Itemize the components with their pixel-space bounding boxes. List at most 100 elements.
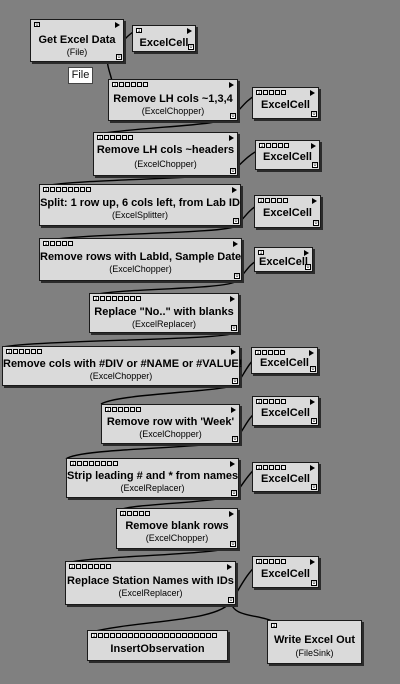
node-title: Write Excel Out xyxy=(273,634,356,646)
menu-arrow-icon[interactable] xyxy=(309,350,314,356)
output-port[interactable]: 0 xyxy=(311,484,317,490)
node-title: ExcelCell xyxy=(259,256,308,268)
menu-arrow-icon[interactable] xyxy=(229,511,234,517)
input-ports: 1 xyxy=(112,82,148,88)
output-port[interactable]: 0 xyxy=(233,218,239,224)
node-title: ExcelCell xyxy=(263,207,312,219)
menu-arrow-icon[interactable] xyxy=(304,250,309,256)
wire xyxy=(90,600,232,633)
output-port[interactable]: 0 xyxy=(310,366,316,372)
node-insert-observation[interactable]: 1 InsertObservation xyxy=(87,630,228,661)
output-port[interactable]: 0 xyxy=(313,220,319,226)
wire xyxy=(100,383,238,405)
node-write-excel-out[interactable]: 1 Write Excel Out (FileSink) xyxy=(267,620,362,664)
menu-arrow-icon[interactable] xyxy=(231,349,236,355)
menu-arrow-icon[interactable] xyxy=(310,399,315,405)
output-port[interactable]: 0 xyxy=(312,162,318,168)
input-ports: 1 xyxy=(93,296,141,302)
menu-arrow-icon[interactable] xyxy=(227,564,232,570)
output-port[interactable]: 0 xyxy=(234,273,240,279)
wire xyxy=(2,332,235,348)
menu-arrow-icon[interactable] xyxy=(229,82,234,88)
input-ports: 1 xyxy=(43,187,91,193)
node-get-excel-data[interactable]: 0 Get Excel Data (File) 0 xyxy=(30,19,124,62)
output-port[interactable]: 0 xyxy=(231,490,237,496)
input-ports: 1 xyxy=(120,511,150,517)
menu-arrow-icon[interactable] xyxy=(310,465,315,471)
node-excelcell-2[interactable]: 1 ExcelCell 0 xyxy=(252,87,319,119)
output-port[interactable]: 0 xyxy=(232,378,238,384)
output-port[interactable]: 0 xyxy=(232,436,238,442)
node-title: ExcelCell xyxy=(263,151,312,163)
menu-arrow-icon[interactable] xyxy=(230,461,235,467)
node-title: Remove row with 'Week' xyxy=(106,416,235,428)
input-ports: 1 xyxy=(258,250,264,256)
node-replace-station-names[interactable]: 1 Replace Station Names with IDs (ExcelR… xyxy=(65,561,236,605)
output-port[interactable]: 0 xyxy=(116,54,122,60)
node-replace-no-with-blanks[interactable]: 1 Replace "No.." with blanks (ExcelRepla… xyxy=(89,293,239,333)
output-port[interactable]: 0 xyxy=(231,325,237,331)
node-excelcell-3[interactable]: 1 ExcelCell 0 xyxy=(255,140,320,170)
node-title: Remove rows with LabId, Sample Date xyxy=(40,251,242,263)
node-remove-lh-cols-headers[interactable]: 1 Remove LH cols ~headers (ExcelChopper)… xyxy=(93,132,238,176)
menu-arrow-icon[interactable] xyxy=(312,198,317,204)
node-title: Replace Station Names with IDs xyxy=(67,575,234,587)
output-port[interactable]: 0 xyxy=(230,113,236,119)
menu-arrow-icon[interactable] xyxy=(115,22,120,28)
node-subtitle: (ExcelChopper) xyxy=(134,159,197,169)
node-subtitle: (ExcelReplacer) xyxy=(131,319,197,329)
output-port[interactable]: 0 xyxy=(311,418,317,424)
node-excelcell-1[interactable]: 1 ExcelCell 0 xyxy=(132,25,196,52)
node-remove-rows-labid[interactable]: 1 Remove rows with LabId, Sample Date (E… xyxy=(39,238,242,281)
node-title: Remove LH cols ~1,3,4 xyxy=(113,93,233,105)
menu-arrow-icon[interactable] xyxy=(310,559,315,565)
node-title: Remove cols with #DIV or #NAME or #VALUE… xyxy=(3,358,243,370)
input-ports: 1 xyxy=(256,399,286,405)
node-remove-row-week[interactable]: 1 Remove row with 'Week' (ExcelChopper) … xyxy=(101,404,240,444)
output-port[interactable]: 0 xyxy=(305,264,311,270)
menu-arrow-icon[interactable] xyxy=(229,135,234,141)
node-split[interactable]: 1 Split: 1 row up, 6 cols left, from Lab… xyxy=(39,184,241,226)
node-excelcell-7[interactable]: 1 ExcelCell 0 xyxy=(252,396,319,426)
menu-arrow-icon[interactable] xyxy=(187,28,192,34)
node-excelcell-5[interactable]: 1 ExcelCell 0 xyxy=(254,247,313,272)
node-remove-lh-cols-134[interactable]: 1 Remove LH cols ~1,3,4 (ExcelChopper) 0 xyxy=(108,79,238,121)
node-excelcell-4[interactable]: 1 ExcelCell 0 xyxy=(254,195,321,228)
node-subtitle: (ExcelChopper) xyxy=(139,429,202,439)
input-ports: 1 xyxy=(256,90,286,96)
tooltip: File xyxy=(68,67,93,84)
menu-arrow-icon[interactable] xyxy=(311,143,316,149)
node-remove-cols-div[interactable]: 1 Remove cols with #DIV or #NAME or #VAL… xyxy=(2,346,243,386)
node-title: ExcelCell xyxy=(139,37,189,49)
output-port[interactable]: 0 xyxy=(230,541,236,547)
node-subtitle: (ExcelChopper) xyxy=(145,533,209,543)
menu-arrow-icon[interactable] xyxy=(310,90,315,96)
node-strip-leading[interactable]: 1 Strip leading # and * from names (Exce… xyxy=(66,458,239,498)
input-ports: 1 xyxy=(43,241,73,247)
node-title: ExcelCell xyxy=(261,568,310,580)
input-ports: 1 xyxy=(256,559,286,565)
menu-arrow-icon[interactable] xyxy=(232,187,237,193)
node-excelcell-9[interactable]: 1 ExcelCell 0 xyxy=(252,556,319,588)
node-title: ExcelCell xyxy=(261,99,310,111)
menu-arrow-icon[interactable] xyxy=(230,296,235,302)
node-excelcell-6[interactable]: 1 ExcelCell 0 xyxy=(251,347,318,374)
output-port[interactable]: 0 xyxy=(311,580,317,586)
node-excelcell-8[interactable]: 1 ExcelCell 0 xyxy=(252,462,319,492)
output-port[interactable]: 0 xyxy=(230,168,236,174)
output-port[interactable]: 0 xyxy=(228,597,234,603)
node-title: ExcelCell xyxy=(261,407,310,419)
node-subtitle: (ExcelChopper) xyxy=(141,106,205,116)
input-ports: 1 xyxy=(136,28,142,34)
input-ports: 1 xyxy=(70,461,118,467)
output-port[interactable]: 0 xyxy=(311,111,317,117)
node-subtitle: (FileSink) xyxy=(295,648,334,658)
menu-arrow-icon[interactable] xyxy=(233,241,238,247)
node-remove-blank-rows[interactable]: 1 Remove blank rows (ExcelChopper) 0 xyxy=(116,508,238,549)
menu-arrow-icon[interactable] xyxy=(231,407,236,413)
node-subtitle: (ExcelReplacer) xyxy=(118,588,183,598)
node-title: Split: 1 row up, 6 cols left, from Lab I… xyxy=(40,197,240,209)
input-ports: 0 xyxy=(34,22,40,28)
output-port[interactable]: 0 xyxy=(188,44,194,50)
input-ports: 1 xyxy=(256,465,286,471)
